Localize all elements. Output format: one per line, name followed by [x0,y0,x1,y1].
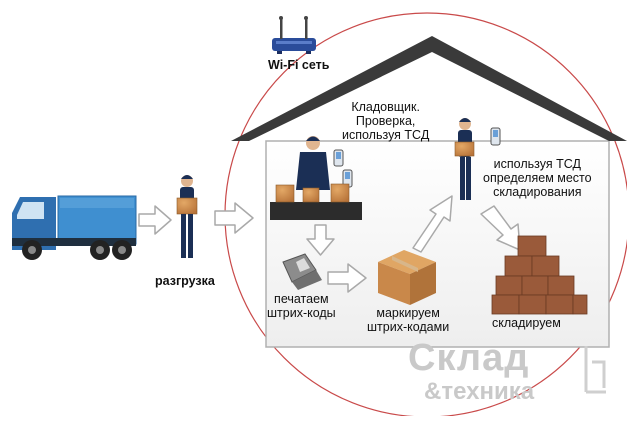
storekeeper-label: Кладовщик. Проверка, используя ТСД [342,100,429,142]
wifi-network-label: Wi-Fi сеть [268,58,330,72]
worker-scanning-figure [454,118,501,200]
arrow-print-to-mark [327,263,367,293]
print-barcodes-label-line-2: штрих-коды [267,306,336,320]
wifi-router-icon [272,16,316,54]
arrow-unload-to-warehouse [214,202,254,234]
arrow-check-to-print [306,224,335,256]
determine-location-label-line-1: используя ТСД [493,157,581,171]
storekeeper-label-line-1: Кладовщик. [351,100,420,114]
print-barcodes-label-line-1: печатаем [274,292,329,306]
arrow-truck-to-unload [138,205,172,235]
determine-location-label: используя ТСД определяем место складиров… [483,157,592,199]
mark-barcodes-label: маркируем штрих-кодами [367,306,449,334]
storekeeper-label-line-3: используя ТСД [342,128,430,142]
barcoded-box-icon [378,250,436,305]
determine-location-label-line-2: определяем место [483,171,592,185]
watermark-line-1: Склад [408,337,530,379]
storekeeper-checking-figure [270,136,362,220]
mark-barcodes-label-line-2: штрих-кодами [367,320,450,334]
determine-location-label-line-3: складирования [493,185,582,199]
stacked-boxes-icon [491,235,588,315]
storekeeper-label-line-2: Проверка, [355,114,416,128]
store-label: складируем [492,316,561,330]
truck-icon [12,195,137,260]
arrow-mark-to-scan [412,195,453,253]
mark-barcodes-label-line-1: маркируем [376,306,440,320]
worker-unloading-figure [176,175,198,258]
watermark-line-2: &техника [424,378,535,405]
unload-label: разгрузка [155,274,215,288]
label-printer-icon [282,253,322,290]
forklift-watermark-icon [584,346,606,394]
print-barcodes-label: печатаем штрих-коды [267,292,336,320]
